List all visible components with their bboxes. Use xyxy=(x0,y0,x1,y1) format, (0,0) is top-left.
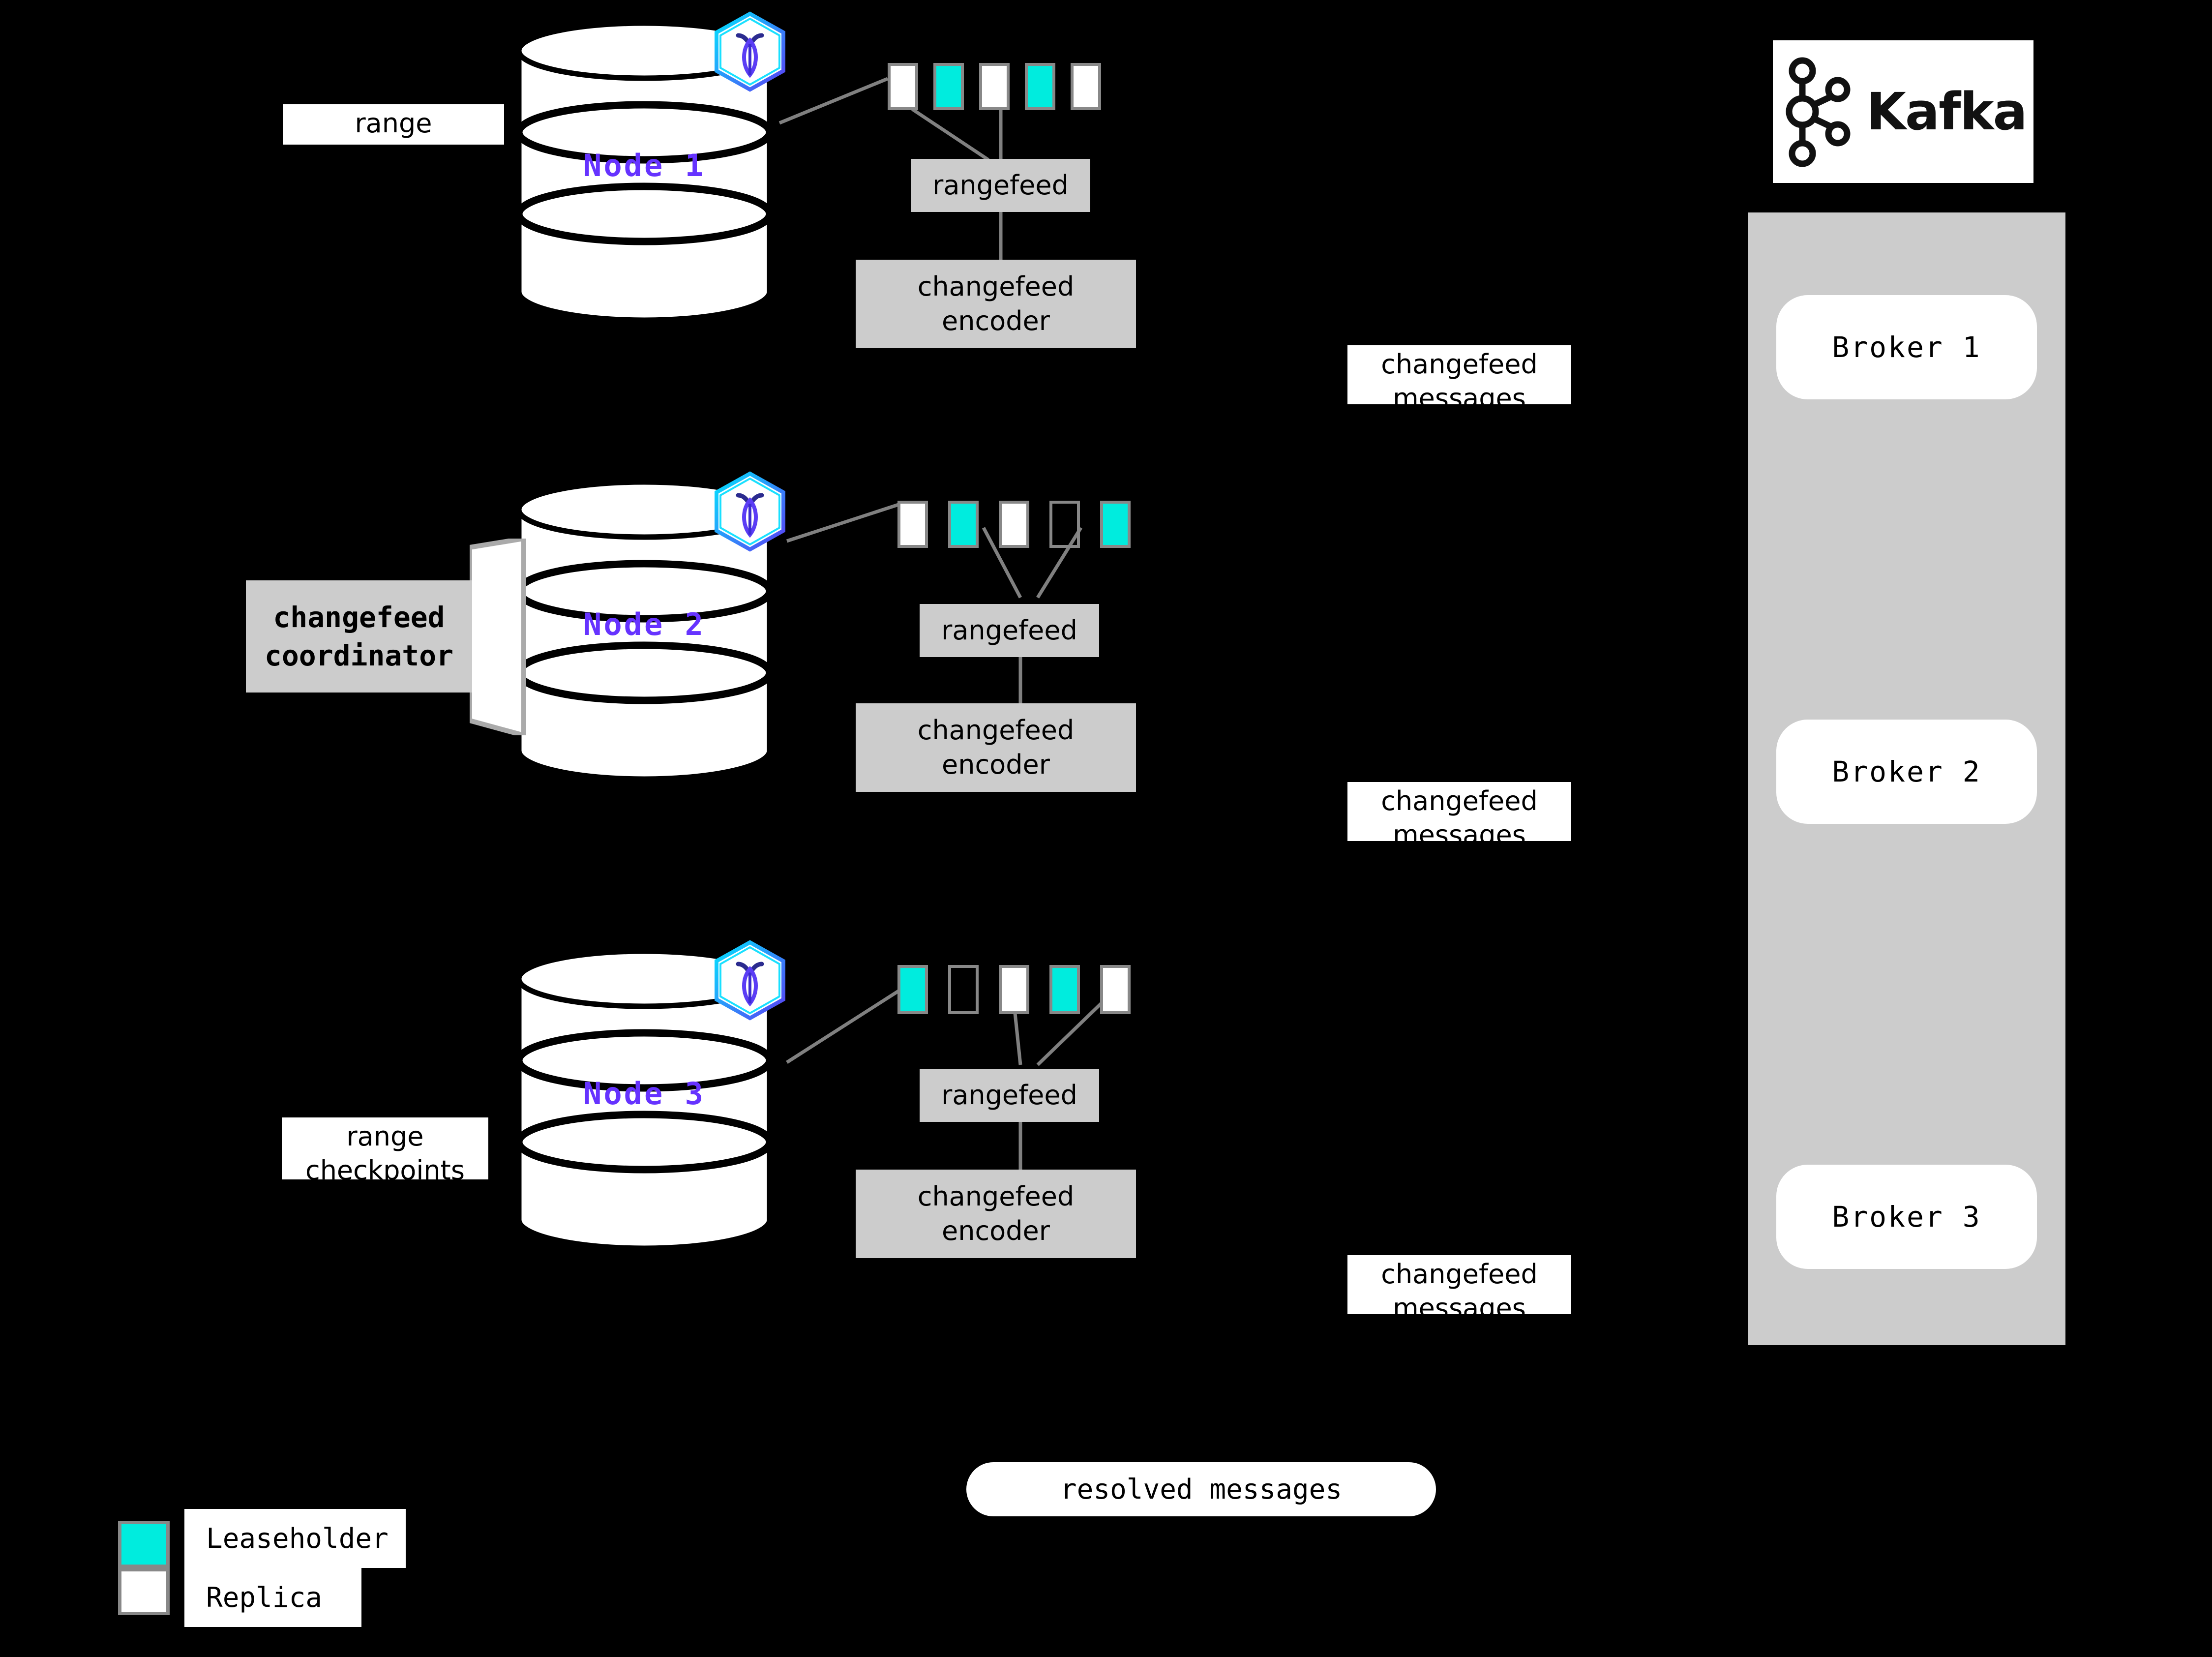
legend-label-leaseholder: Leaseholder xyxy=(184,1509,406,1568)
node-2-changefeed-encoder-box[interactable]: changefeed encoder xyxy=(856,703,1136,792)
kafka-nodes-icon xyxy=(1786,57,1851,167)
node-3-range-3[interactable] xyxy=(999,965,1029,1014)
node-1-range-4[interactable] xyxy=(1025,63,1055,110)
coordinator-wedge xyxy=(467,536,541,739)
node-2-range-2[interactable] xyxy=(948,501,979,548)
node-2-cylinder: Node 2 xyxy=(514,481,775,781)
node-2-range-3[interactable] xyxy=(999,501,1029,548)
node-1-rangefeed-box[interactable]: rangefeed xyxy=(911,159,1090,212)
node-3-cylinder: Node 3 xyxy=(514,950,775,1250)
node-3-rangefeed-box[interactable]: rangefeed xyxy=(920,1069,1099,1122)
broker-3[interactable]: Broker 3 xyxy=(1776,1165,2037,1269)
broker-2[interactable]: Broker 2 xyxy=(1776,720,2037,824)
node-1-cockroachdb-hex-icon xyxy=(711,10,789,93)
node-2-range-5[interactable] xyxy=(1100,501,1131,548)
node-1-range-1[interactable] xyxy=(888,63,918,110)
changefeed-coordinator-box[interactable]: changefeed coordinator xyxy=(246,580,472,693)
node-1-range-2[interactable] xyxy=(933,63,964,110)
node-3-label: Node 3 xyxy=(583,1076,705,1112)
node-2-range-1[interactable] xyxy=(897,501,928,548)
node-3-range-5[interactable] xyxy=(1100,965,1131,1014)
node-3-range-checkpoints-label: range checkpoints xyxy=(282,1117,488,1186)
node-3-range-1[interactable] xyxy=(897,965,928,1014)
node-1-range-5[interactable] xyxy=(1071,63,1101,110)
kafka-logo: Kafka xyxy=(1773,40,2033,183)
node-2-cockroachdb-hex-icon xyxy=(711,470,789,553)
legend-label-replica: Replica xyxy=(184,1568,361,1627)
broker-1[interactable]: Broker 1 xyxy=(1776,295,2037,399)
node-1-changefeed-encoder-box[interactable]: changefeed encoder xyxy=(856,260,1136,348)
node-1-changefeed-messages-label: changefeed messages xyxy=(1347,345,1571,414)
node-3-changefeed-messages-label: changefeed messages xyxy=(1347,1255,1571,1324)
legend-swatch-leaseholder xyxy=(118,1521,170,1568)
node-3-cockroachdb-hex-icon xyxy=(711,938,789,1022)
node-1-cylinder: Node 1 xyxy=(514,22,775,322)
node-2-changefeed-messages-label: changefeed messages xyxy=(1347,782,1571,850)
node-3-changefeed-encoder-box[interactable]: changefeed encoder xyxy=(856,1170,1136,1258)
node-1-range-3[interactable] xyxy=(979,63,1010,110)
node-2-label: Node 2 xyxy=(583,606,705,642)
kafka-wordmark: Kafka xyxy=(1866,82,2027,142)
node-3-range-2[interactable] xyxy=(948,965,979,1014)
node-2-range-4[interactable] xyxy=(1049,501,1080,548)
node-2-rangefeed-box[interactable]: rangefeed xyxy=(920,604,1099,657)
node-3-range-4[interactable] xyxy=(1049,965,1080,1014)
node-1-range-checkpoints-label: range checkpoints xyxy=(283,104,504,173)
node-1-label: Node 1 xyxy=(583,148,705,183)
resolved-messages-pill[interactable]: resolved messages xyxy=(966,1462,1436,1516)
legend-swatch-replica xyxy=(118,1568,170,1615)
